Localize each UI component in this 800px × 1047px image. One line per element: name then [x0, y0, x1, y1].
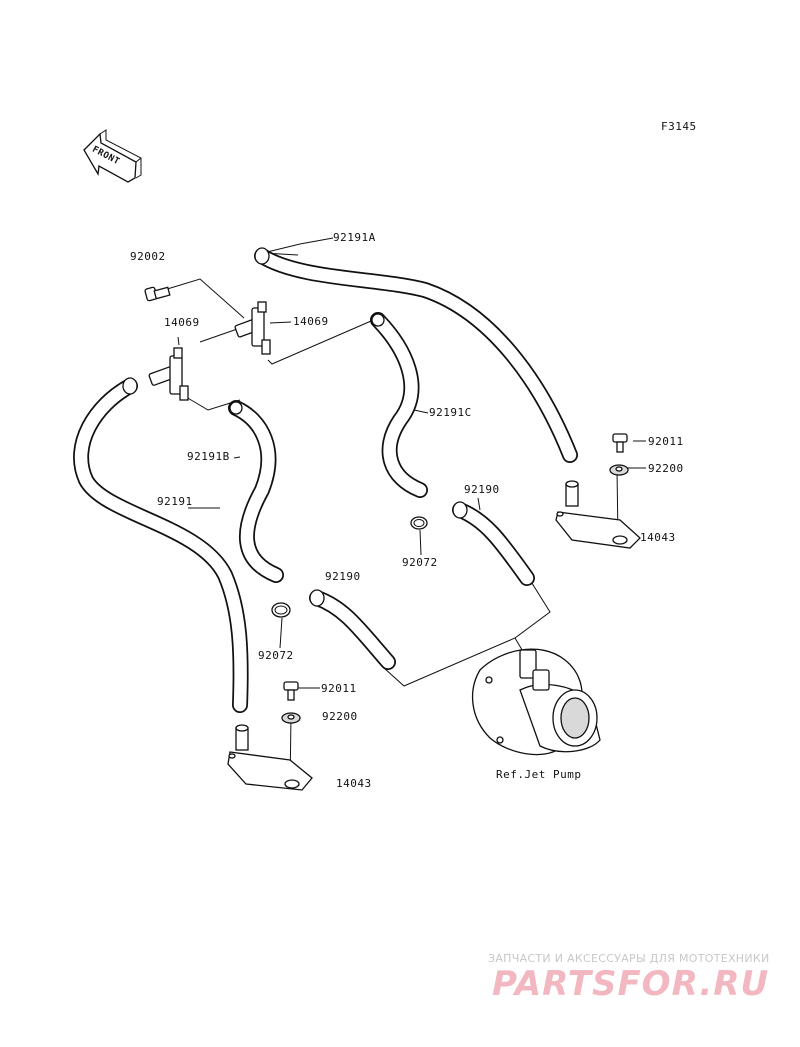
clamp-92072-left — [271, 602, 291, 618]
bracket-14043-right — [555, 480, 641, 549]
figure-code: F3145 — [661, 120, 697, 133]
bolt-92002 — [144, 286, 171, 302]
hose-92190-right — [452, 501, 535, 586]
callout-14069-right: 14069 — [293, 315, 329, 328]
clamp-92072-right — [410, 516, 428, 530]
bolt-92011-right — [612, 433, 628, 453]
callout-14043-left: 14043 — [336, 777, 372, 790]
callout-92002: 92002 — [130, 250, 166, 263]
hose-92191 — [73, 377, 249, 713]
bolt-92011-left — [283, 681, 299, 701]
callout-92200-right: 92200 — [648, 462, 684, 475]
callout-92072-right: 92072 — [402, 556, 438, 569]
hose-92190-left — [309, 589, 396, 670]
watermark-logo: PARTSFOR.RU — [492, 964, 770, 1004]
washer-92200-right — [609, 464, 629, 476]
hose-92191B — [228, 400, 284, 583]
elbow-14069-right — [234, 301, 271, 355]
elbow-14069-left — [148, 347, 189, 401]
jet-pump — [471, 648, 601, 756]
washer-92200-left — [281, 712, 301, 724]
callout-92011-right: 92011 — [648, 435, 684, 448]
callout-14069-left: 14069 — [164, 316, 200, 329]
callout-92190-right: 92190 — [464, 483, 500, 496]
watermark-tagline: ЗАПЧАСТИ И АКСЕССУАРЫ ДЛЯ МОТОТЕХНИКИ — [488, 952, 770, 965]
callout-92191B: 92191B — [187, 450, 230, 463]
callout-92191C: 92191C — [429, 406, 472, 419]
bracket-14043-left — [227, 724, 313, 791]
callout-92191A: 92191A — [333, 231, 376, 244]
callout-92200-left: 92200 — [322, 710, 358, 723]
hose-92191C — [370, 312, 428, 498]
callout-14043-right: 14043 — [640, 531, 676, 544]
hose-92191A — [254, 247, 578, 463]
callout-92191: 92191 — [157, 495, 193, 508]
front-arrow-icon — [83, 129, 142, 183]
callout-92072-left: 92072 — [258, 649, 294, 662]
callout-ref-jet-pump: Ref.Jet Pump — [496, 768, 582, 781]
callout-92011-left: 92011 — [321, 682, 357, 695]
callout-92190-left: 92190 — [325, 570, 361, 583]
